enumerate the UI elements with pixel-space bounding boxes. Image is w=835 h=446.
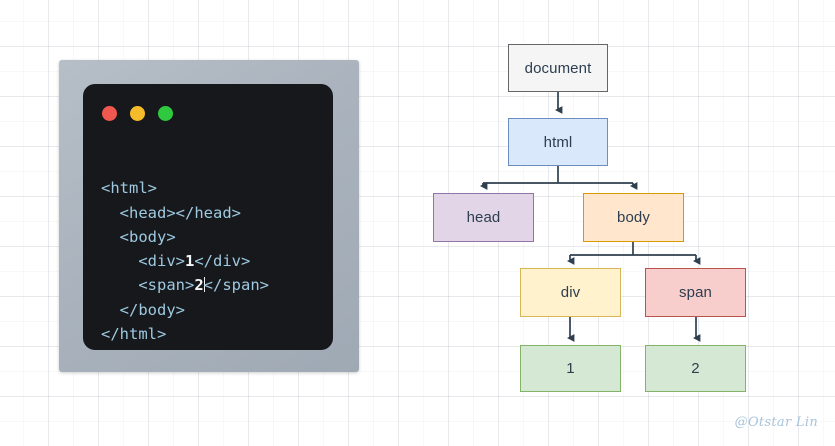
node-head[interactable]: head (433, 193, 534, 242)
window-controls (102, 106, 173, 121)
code-line-5-close: </span> (203, 276, 269, 295)
text-cursor (203, 277, 205, 293)
node-div[interactable]: div (520, 268, 621, 317)
terminal-window: <html> <head></head> <body> <div>1</div>… (59, 60, 359, 372)
node-document[interactable]: document (508, 44, 608, 92)
code-line-1-text: <html> (101, 179, 157, 198)
code-line-4: <div>1</div> (101, 252, 250, 270)
maximize-button[interactable] (158, 106, 173, 121)
code-line-7: </html> (101, 325, 166, 343)
code-block[interactable]: <html> <head></head> <body> <div>1</div>… (101, 152, 269, 371)
code-line-2: <head></head> (101, 204, 241, 222)
code-line-3-text: <body> (119, 227, 176, 246)
code-line-6-text: </body> (119, 300, 185, 319)
code-line-1: <html> (101, 179, 157, 197)
code-line-3: <body> (101, 228, 176, 246)
node-document-label: document (524, 59, 592, 77)
code-line-2-text: <head></head> (119, 203, 241, 222)
node-span-label: span (679, 284, 712, 301)
code-line-5-value: 2 (194, 276, 204, 295)
terminal-screen: <html> <head></head> <body> <div>1</div>… (83, 84, 333, 350)
code-line-4-open: <div> (138, 252, 185, 271)
node-span[interactable]: span (645, 268, 746, 317)
node-text-2[interactable]: 2 (645, 345, 746, 392)
code-line-5: <span>2</span> (101, 276, 269, 294)
code-line-4-close: </div> (194, 252, 251, 271)
code-line-4-value: 1 (185, 252, 195, 271)
code-line-5-open: <span> (138, 276, 195, 295)
node-text-2-label: 2 (691, 360, 700, 377)
node-div-label: div (560, 284, 581, 301)
node-head-label: head (466, 209, 501, 226)
code-line-7-text: </html> (101, 325, 167, 344)
node-text-1-label: 1 (566, 360, 575, 377)
node-html-label: html (543, 133, 573, 151)
node-body-label: body (617, 209, 650, 226)
watermark: @Otstar Lin (734, 415, 818, 430)
close-button[interactable] (102, 106, 117, 121)
code-line-6: </body> (101, 301, 185, 319)
node-body[interactable]: body (583, 193, 684, 242)
minimize-button[interactable] (130, 106, 145, 121)
node-text-1[interactable]: 1 (520, 345, 621, 392)
node-html[interactable]: html (508, 118, 608, 166)
